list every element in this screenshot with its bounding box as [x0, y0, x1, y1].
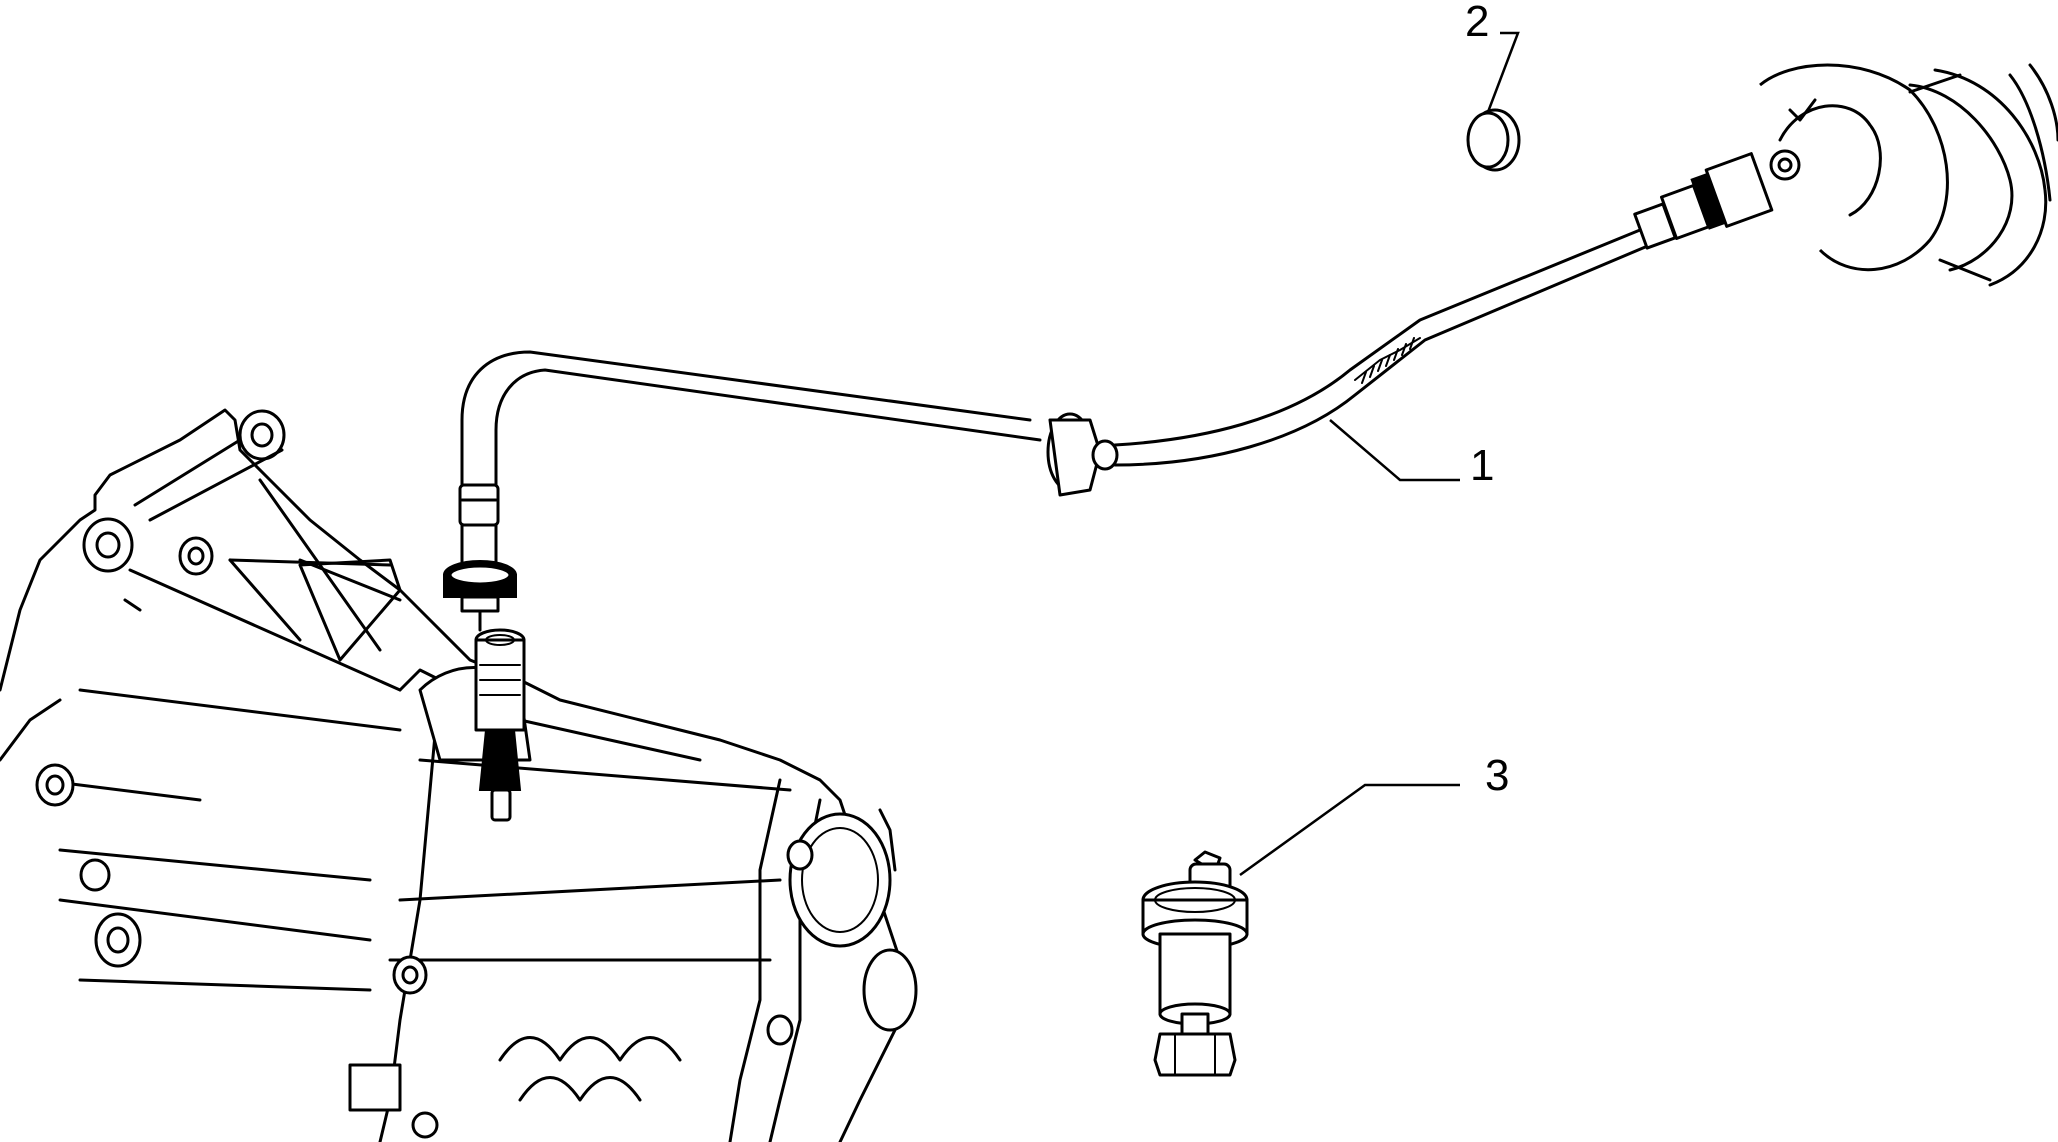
speed-sensor: [1141, 850, 1249, 1077]
callout-1-group: 1: [1329, 419, 1494, 490]
leader-line-1: [1329, 419, 1460, 482]
callout-3-group: 3: [1239, 751, 1509, 877]
leader-line-2: [1486, 31, 1520, 113]
leader-line-3: [1239, 783, 1460, 877]
callout-1: 1: [1470, 441, 1494, 490]
gearbox-housing: [0, 408, 918, 1142]
plug-cap: [1466, 108, 1521, 172]
drive-pinion-assembly: [443, 483, 526, 822]
callout-3: 3: [1485, 751, 1509, 800]
speedometer-housing: [1759, 63, 2058, 287]
callout-2: 2: [1465, 0, 1489, 46]
callout-2-group: 2: [1465, 0, 1520, 113]
speedometer-cable: [460, 152, 1774, 497]
